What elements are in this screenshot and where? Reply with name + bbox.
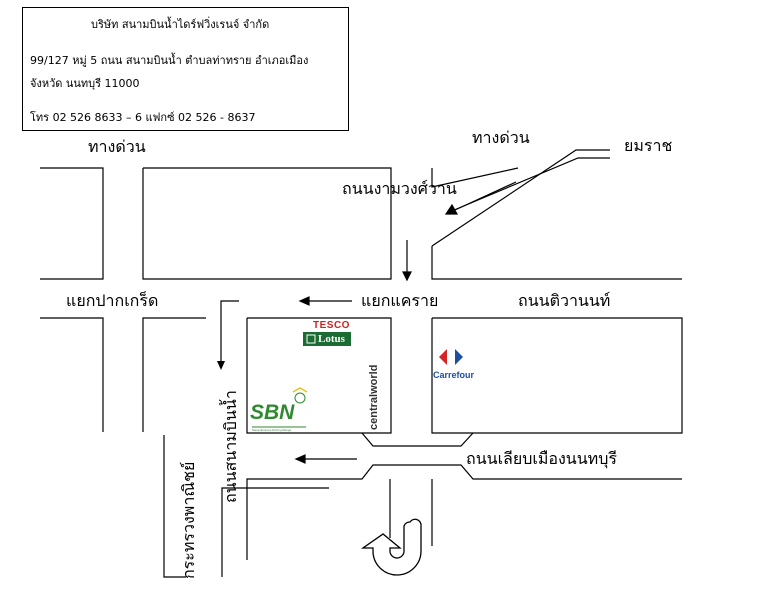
label-yommarat: ยมราช	[624, 136, 673, 155]
bypass-junction-south	[246, 464, 682, 560]
label-ngam-wong-wan-road: ถนนงามวงศ์วาน	[342, 179, 457, 198]
arrow-westbound-bypass-head	[294, 454, 306, 464]
label-sanambin-nam-road: ถนนสนามบินน้ำ	[221, 390, 240, 503]
label-expressway-top: ทางด่วน	[472, 128, 530, 147]
arrow-sanambin-hook	[220, 300, 239, 361]
arrow-sanambin-hook-head	[217, 361, 225, 370]
arrow-expressway-ramp-head	[444, 203, 459, 215]
company-address-line1: 99/127 หมู่ 5 ถนน สนามบินน้ำ ตำบลท่าทราย…	[30, 54, 309, 67]
lotus-logo-text: Lotus	[318, 333, 345, 345]
road-edge-top-left	[40, 167, 104, 280]
label-nonthaburi-bypass-road: ถนนเลียบเมืองนนทบุรี	[466, 449, 617, 468]
sbn-logo-text: SBN	[250, 401, 295, 424]
arrow-southbound-head	[402, 271, 412, 282]
arrow-westbound-khae-rai-head	[298, 296, 310, 306]
east-block	[431, 317, 683, 434]
expressway-ramp-upper	[431, 149, 610, 247]
carrefour-icon	[439, 349, 463, 365]
centre-block	[246, 317, 392, 434]
company-name: บริษัท สนามบินน้ำไดร์ฟวิ่งเรนจ์ จำกัด	[91, 18, 270, 31]
expressway-ramp-lower	[446, 157, 610, 214]
label-khae-rai-junction: แยกแคราย	[361, 291, 439, 310]
arrow-expressway-ramp	[454, 181, 517, 211]
bypass-junction-north	[361, 432, 474, 447]
road-edge-lower-left-b	[142, 317, 206, 432]
tesco-logo-text: TESCO	[313, 320, 350, 331]
company-info-box: บริษัท สนามบินน้ำไดร์ฟวิ่งเรนจ์ จำกัด 99…	[22, 7, 349, 131]
label-tiwanon-road: ถนนติวานนท์	[518, 291, 611, 310]
road-edge-top-right-upper	[431, 167, 519, 188]
label-pak-kret-junction: แยกปากเกร็ด	[66, 291, 159, 310]
tesco-lotus-logo	[303, 321, 351, 346]
road-edge-sanambin-inner	[221, 487, 329, 577]
road-edge-lower-left-a	[40, 317, 104, 432]
central-world-logo-text: centralworld	[368, 364, 380, 430]
sbn-logo-subtext: Sanambinnam Driving Range	[252, 428, 292, 432]
sbn-golf-ball-icon	[292, 387, 308, 404]
label-ministry-of-commerce: กระทรวงพาณิชย์	[179, 461, 198, 579]
carrefour-logo-text: Carrefour	[433, 370, 475, 380]
company-contact: โทร 02 526 8633 – 6 แฟกซ์ 02 526 - 8637	[30, 111, 256, 124]
u-turn-arrow	[360, 518, 422, 576]
label-expressway-left: ทางด่วน	[88, 137, 146, 156]
company-address-line2: จังหวัด นนทบุรี 11000	[30, 77, 140, 90]
road-edge-sanambin-west	[163, 435, 186, 578]
road-edge-top-right-lower	[431, 246, 682, 280]
road-edge-top-middle	[142, 167, 392, 280]
